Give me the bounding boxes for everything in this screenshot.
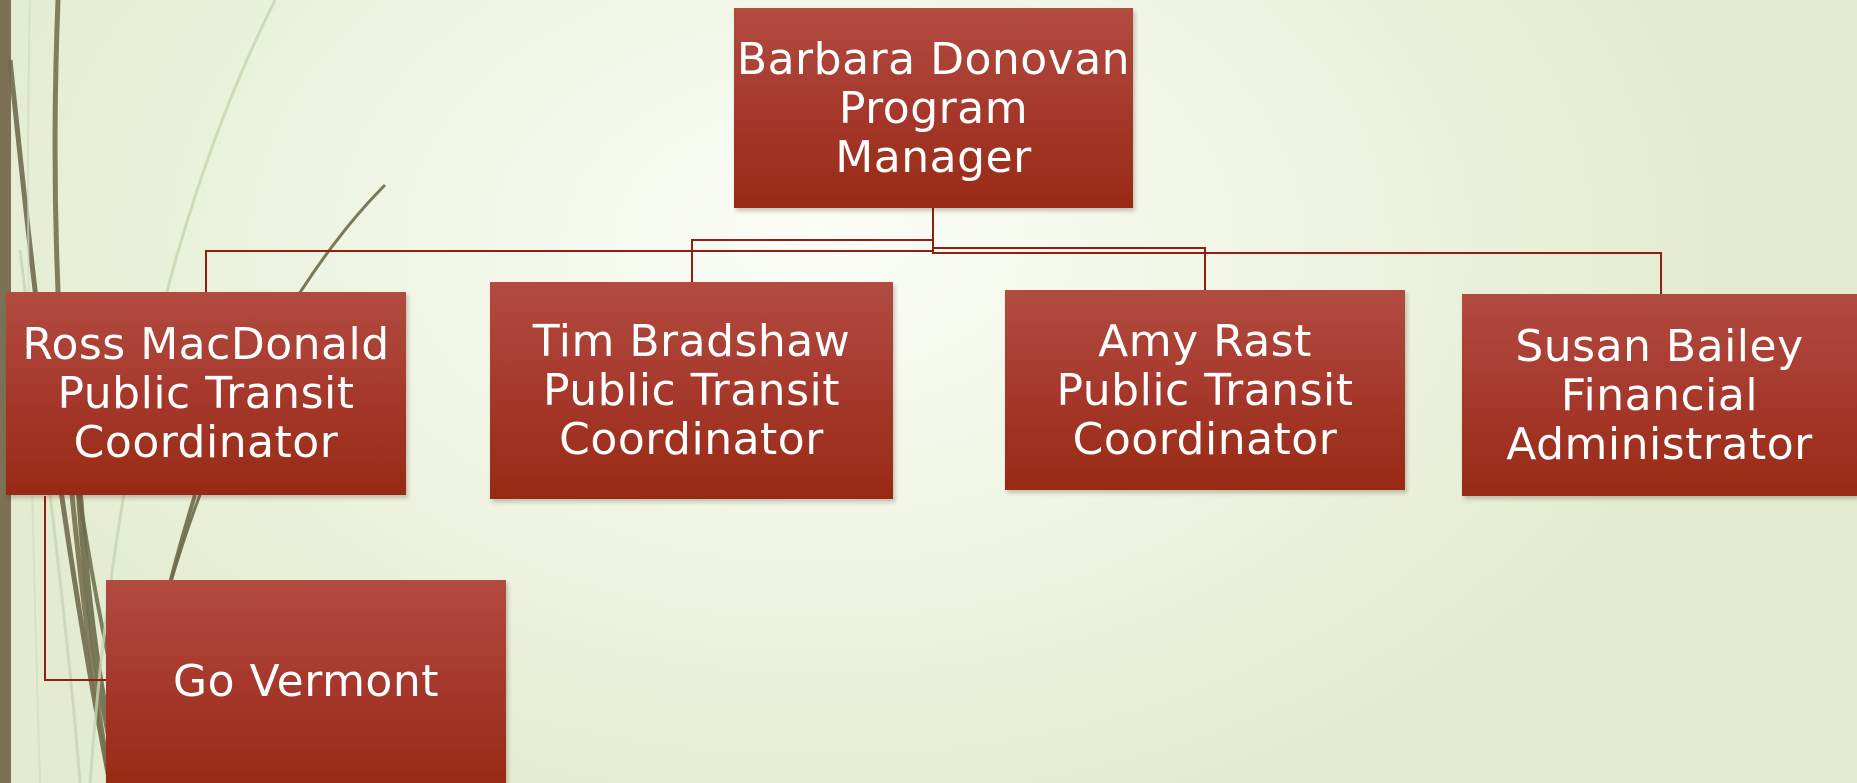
staff-title-line2: Coordinator xyxy=(559,414,824,465)
staff-node-amy[interactable]: Amy Rast Public Transit Coordinator xyxy=(1005,290,1405,490)
connector-tim xyxy=(691,208,934,282)
sub-unit-label: Go Vermont xyxy=(173,656,439,707)
staff-title-line2: Coordinator xyxy=(1072,413,1338,465)
connector-ross xyxy=(205,208,934,292)
staff-node-ross[interactable]: Ross MacDonald Public Transit Coordinato… xyxy=(6,292,406,495)
sub-unit-node[interactable]: Go Vermont xyxy=(106,580,506,783)
staff-node-tim[interactable]: Tim Bradshaw Public Transit Coordinator xyxy=(490,282,893,499)
staff-title-line2: Administrator xyxy=(1506,418,1813,470)
staff-title-line1: Public Transit xyxy=(543,365,840,416)
root-name: Barbara Donovan xyxy=(736,33,1131,85)
staff-title-line2: Coordinator xyxy=(73,417,339,468)
staff-title-line1: Public Transit xyxy=(57,368,355,419)
staff-name: Tim Bradshaw xyxy=(532,316,851,367)
staff-name: Susan Bailey xyxy=(1515,320,1804,372)
staff-title-line1: Financial xyxy=(1560,369,1759,421)
root-title: Program Manager xyxy=(835,82,1032,183)
staff-name: Ross MacDonald xyxy=(22,319,390,370)
connector-susan xyxy=(932,208,1662,294)
staff-node-susan[interactable]: Susan Bailey Financial Administrator xyxy=(1462,294,1857,496)
staff-name: Amy Rast xyxy=(1098,315,1312,367)
left-accent-bar xyxy=(0,0,11,783)
connector-go-vermont xyxy=(44,496,106,681)
root-node[interactable]: Barbara Donovan Program Manager xyxy=(734,8,1133,208)
connector-amy xyxy=(932,208,1206,290)
staff-title-line1: Public Transit xyxy=(1056,364,1354,416)
